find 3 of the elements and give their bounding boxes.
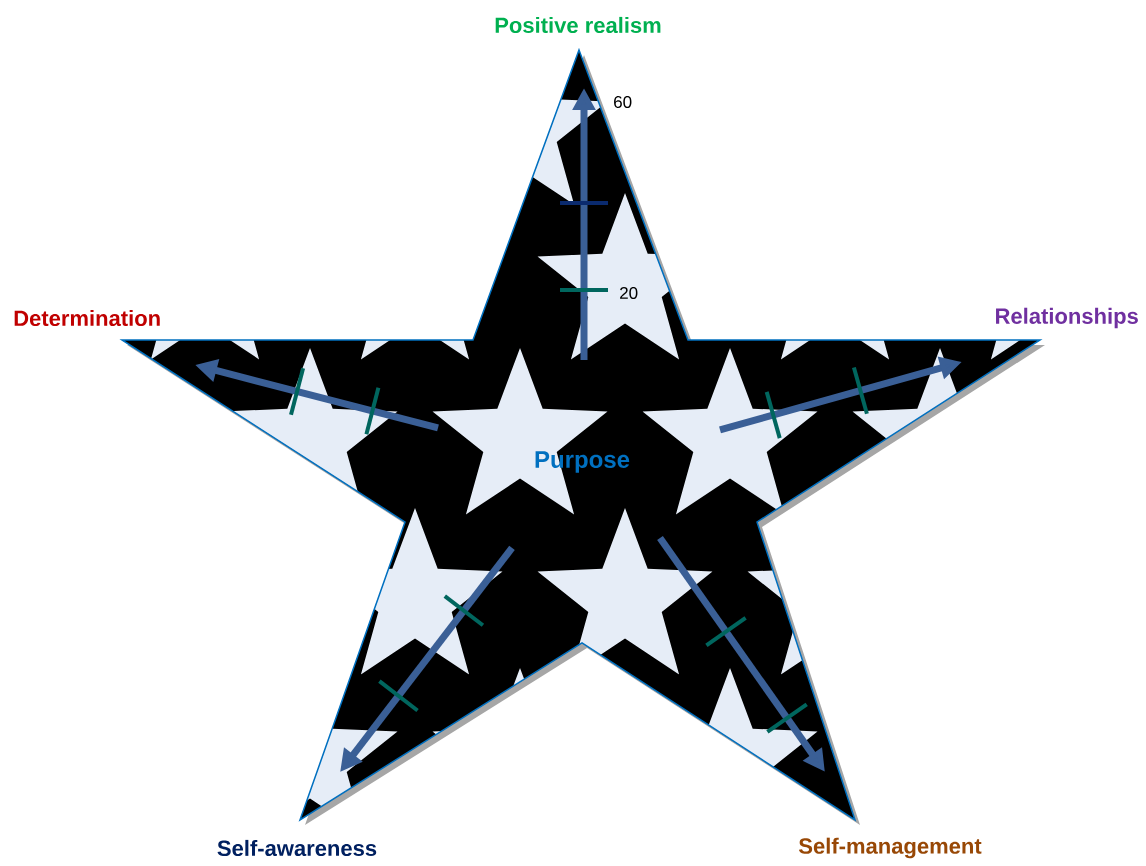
- axis-label: Positive realism: [495, 16, 661, 34]
- scale-value: 20: [620, 286, 638, 299]
- scale-value: 60: [614, 95, 632, 108]
